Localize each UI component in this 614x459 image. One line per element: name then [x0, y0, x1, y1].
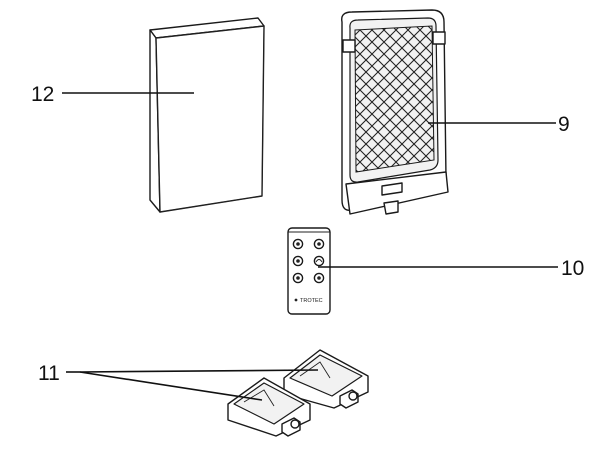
cooling-pack-front — [227, 377, 311, 437]
remote-control: TROTEC — [287, 227, 331, 315]
callout-12: 12 — [31, 83, 54, 106]
remote-buttons — [292, 238, 325, 284]
filter-block — [149, 17, 265, 213]
callout-11: 11 — [38, 362, 60, 385]
leader-line-11a — [79, 371, 263, 401]
filter-frame — [341, 9, 449, 215]
leader-line-11b — [79, 369, 319, 373]
leader-lines — [62, 92, 558, 401]
remote-brand-label: TROTEC — [300, 298, 323, 304]
callout-9: 9 — [558, 113, 570, 136]
callout-10: 10 — [561, 257, 584, 280]
